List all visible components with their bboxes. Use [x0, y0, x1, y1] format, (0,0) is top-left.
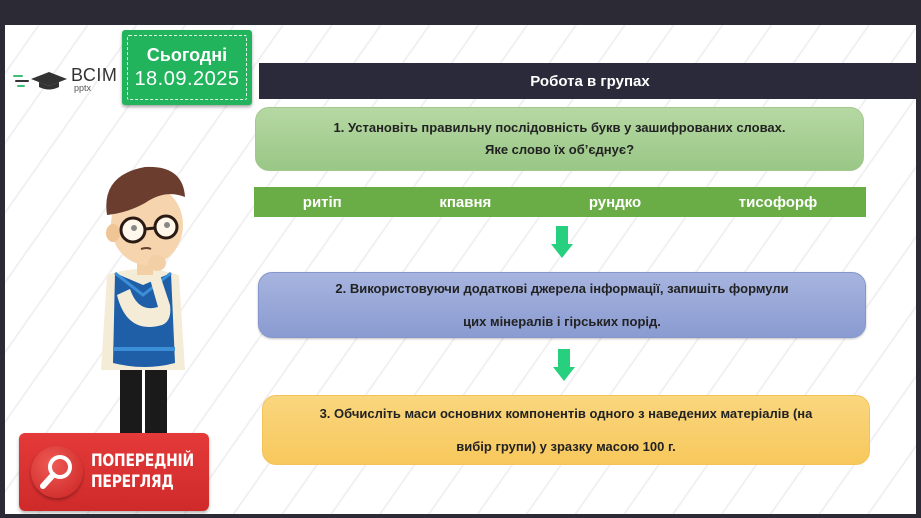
date-badge: Сьогодні 18.09.2025 [122, 30, 252, 105]
task-1-line2: Яке слово їх об’єднує? [484, 142, 635, 157]
word-1: ритіп [302, 193, 342, 211]
preview-line1: ПОПЕРЕДНІЙ [91, 451, 194, 471]
task-1-line1: 1. Установіть правильну послідовність бу… [333, 120, 786, 135]
date-value: 18.09.2025 [134, 67, 240, 90]
task-card-3: 3. Обчисліть маси основних компонентів о… [262, 395, 870, 465]
preview-line2: ПЕРЕГЛЯД [91, 472, 174, 492]
task-2-line2: цих мінералів і гірських порід. [463, 314, 661, 329]
task-card-2: 2. Використовуючи додаткові джерела інфо… [258, 272, 866, 338]
arrow-down-icon [551, 226, 573, 260]
word-4: тисофорф [738, 193, 818, 211]
word-2: кпавня [439, 193, 492, 211]
page-title: Робота в групах [259, 63, 916, 99]
task-3-line1: 3. Обчисліть маси основних компонентів о… [319, 406, 813, 421]
date-label: Сьогодні [146, 44, 228, 65]
logo-sub: pptx [74, 83, 92, 93]
preview-button[interactable]: ПОПЕРЕДНІЙ ПЕРЕГЛЯД [19, 433, 209, 511]
thinking-boy-illustration [101, 166, 185, 435]
logo-brand: ВСІМ [71, 65, 118, 85]
arrow-down-icon [553, 349, 575, 383]
magnifier-icon [31, 446, 83, 498]
word-3: рундко [588, 193, 642, 211]
graduation-cap-icon [13, 69, 68, 91]
task-2-line1: 2. Використовуючи додаткові джерела інфо… [335, 281, 789, 296]
scrambled-words-bar: ритіп кпавня рундко тисофорф [254, 187, 866, 217]
task-3-line2: вибір групи) у зразку масою 100 г. [456, 439, 676, 454]
task-card-1: 1. Установіть правильну послідовність бу… [255, 107, 864, 171]
logo: ВСІМ pptx [13, 66, 117, 93]
